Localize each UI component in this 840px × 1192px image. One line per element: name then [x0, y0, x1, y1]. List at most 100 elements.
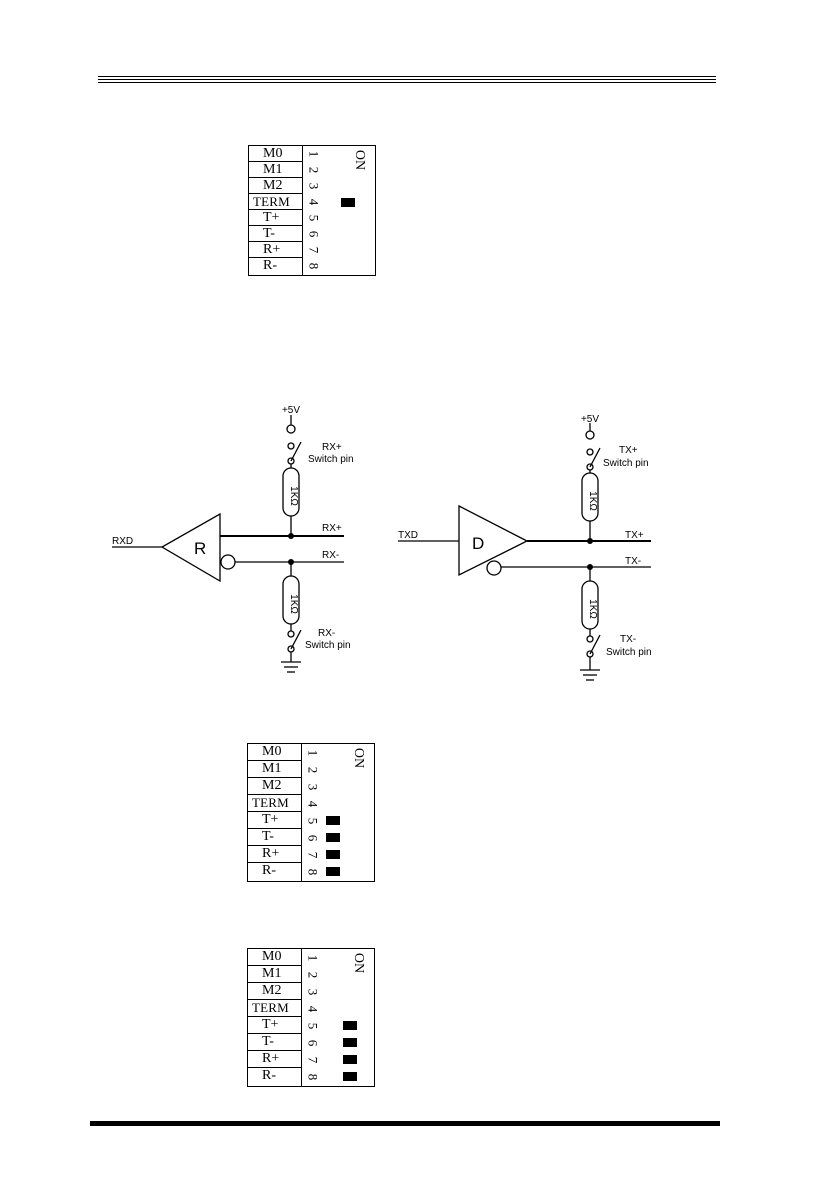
dip-switch-number: 1 — [305, 949, 319, 966]
rx-minus-switch-label: RX- — [318, 628, 335, 639]
dip-switch-number: 1 — [305, 744, 319, 761]
rx-plus-switch-contact-top — [288, 443, 294, 449]
dip-switch-lever-on — [343, 1038, 357, 1047]
dip-switch-name: R- — [248, 1068, 301, 1085]
dip-switch-name: T- — [248, 829, 301, 846]
tx-plus-vcc-terminal — [586, 431, 594, 439]
dip-switch-number-text: 5 — [304, 817, 320, 824]
tx-minus-label: TX- — [625, 556, 641, 567]
dip-switch-number: 4 — [305, 1000, 319, 1017]
rx-supply-label: +5V — [282, 405, 300, 416]
dip-switch-number-text: 5 — [304, 1022, 320, 1029]
dip-switch-number: 5 — [305, 1017, 319, 1034]
rx-plus-label: RX+ — [322, 523, 342, 534]
tx-minus-resistor-label: 1KΩ — [587, 599, 598, 619]
dip-switch-number: 8 — [305, 1068, 319, 1085]
rx-minus-switch-pin-label: Switch pin — [305, 640, 351, 651]
dip-switch-name: R+ — [248, 846, 301, 863]
dip-switch-number-text: 3 — [304, 783, 320, 790]
txd-label: TXD — [398, 530, 418, 541]
dip-switch-number-text: 4 — [304, 800, 320, 807]
dip-switch-on-label: ON — [350, 953, 366, 973]
tx-minus-switch-contact-top — [587, 636, 593, 642]
dip-switch-number-text: 6 — [304, 834, 320, 841]
dip-switch-number: 4 — [305, 795, 319, 812]
tx-plus-switch-contact-top — [587, 449, 593, 455]
receiver-inverting-bubble — [221, 555, 235, 569]
footer-rule — [90, 1121, 720, 1126]
dip-switch-lever-on — [343, 1055, 357, 1064]
dip-switch-name: M0 — [248, 949, 301, 966]
dip-switch-lever-on — [326, 816, 340, 825]
tx-supply-label: +5V — [581, 414, 599, 425]
dip-switch-name: M2 — [248, 983, 301, 1000]
tx-plus-junction — [587, 538, 593, 544]
dip-switch-number-text: 1 — [304, 954, 320, 961]
dip-switch-name: T+ — [248, 812, 301, 829]
rx-plus-switch-label: RX+ — [322, 442, 342, 453]
dip-switch-name: M2 — [248, 778, 301, 795]
dip-switch-number-text: 8 — [304, 868, 320, 875]
dip-switch-name: T+ — [248, 1017, 301, 1034]
dip-switch-name: R+ — [248, 1051, 301, 1068]
dip-switch-on-label: ON — [350, 748, 366, 768]
rx-plus-junction — [288, 533, 294, 539]
dip-switch-numbers: 1 2 3 4 5 6 7 8 — [305, 949, 319, 1086]
dip-switch-name: T- — [248, 1034, 301, 1051]
tx-minus-junction — [587, 564, 593, 570]
dip-switch-number-text: 2 — [304, 971, 320, 978]
rx-plus-resistor-label: 1KΩ — [288, 486, 299, 506]
dip-switch-number-text: 3 — [304, 988, 320, 995]
dip-switch-name: M1 — [248, 761, 301, 778]
rx-plus-switch-pin-label: Switch pin — [308, 454, 354, 465]
dip-switch-name: TERM — [248, 795, 301, 812]
dip-switch-number-text: 6 — [304, 1039, 320, 1046]
dip-switch-name: M0 — [248, 744, 301, 761]
dip-switch-name: R- — [248, 863, 301, 880]
rx-minus-resistor-label: 1KΩ — [288, 594, 299, 614]
dip-switch-lever-on — [326, 850, 340, 859]
dip-switch-number: 8 — [305, 863, 319, 880]
tx-plus-label: TX+ — [625, 530, 644, 541]
dip-switch-lever-on — [326, 867, 340, 876]
dip-switch-number-text: 2 — [304, 766, 320, 773]
driver-inverting-bubble — [487, 561, 501, 575]
tx-minus-switch-pin-label: Switch pin — [606, 647, 652, 658]
dip-switch-lever-on — [343, 1072, 357, 1081]
dip-switch-number-text: 7 — [304, 851, 320, 858]
dip-switch-number: 2 — [305, 761, 319, 778]
receiver-block-label: R — [194, 539, 206, 558]
driver-block-triangle — [459, 506, 527, 575]
rx-minus-junction — [288, 559, 294, 565]
tx-minus-switch-label: TX- — [620, 634, 636, 645]
dip-switch-name: M1 — [248, 966, 301, 983]
tx-plus-switch-label: TX+ — [619, 445, 638, 456]
dip-switch-number: 3 — [305, 778, 319, 795]
dip-switch-numbers: 1 2 3 4 5 6 7 8 — [305, 744, 319, 881]
dip-switch-name: TERM — [248, 1000, 301, 1017]
dip-switch-number: 5 — [305, 812, 319, 829]
dip-switch-number: 7 — [305, 1051, 319, 1068]
tx-plus-resistor-label: 1KΩ — [587, 491, 598, 511]
rx-minus-label: RX- — [322, 550, 339, 561]
dip-switch-number: 2 — [305, 966, 319, 983]
dip-switch-number: 3 — [305, 983, 319, 1000]
dip-switch-lever-on — [343, 1021, 357, 1030]
dip-switch-lever-on — [326, 833, 340, 842]
tx-plus-switch-pin-label: Switch pin — [603, 458, 649, 469]
dip-switch-number-text: 7 — [304, 1056, 320, 1063]
rx-minus-switch-contact-top — [288, 631, 294, 637]
dip-switch-number-text: 1 — [304, 749, 320, 756]
receiver-block-triangle — [162, 514, 220, 581]
dip-switch-number-text: 4 — [304, 1005, 320, 1012]
driver-block-label: D — [472, 534, 484, 553]
rxd-label: RXD — [112, 536, 133, 547]
rx-plus-vcc-terminal — [287, 425, 295, 433]
dip-switch-number: 6 — [305, 829, 319, 846]
dip-switch-number: 6 — [305, 1034, 319, 1051]
